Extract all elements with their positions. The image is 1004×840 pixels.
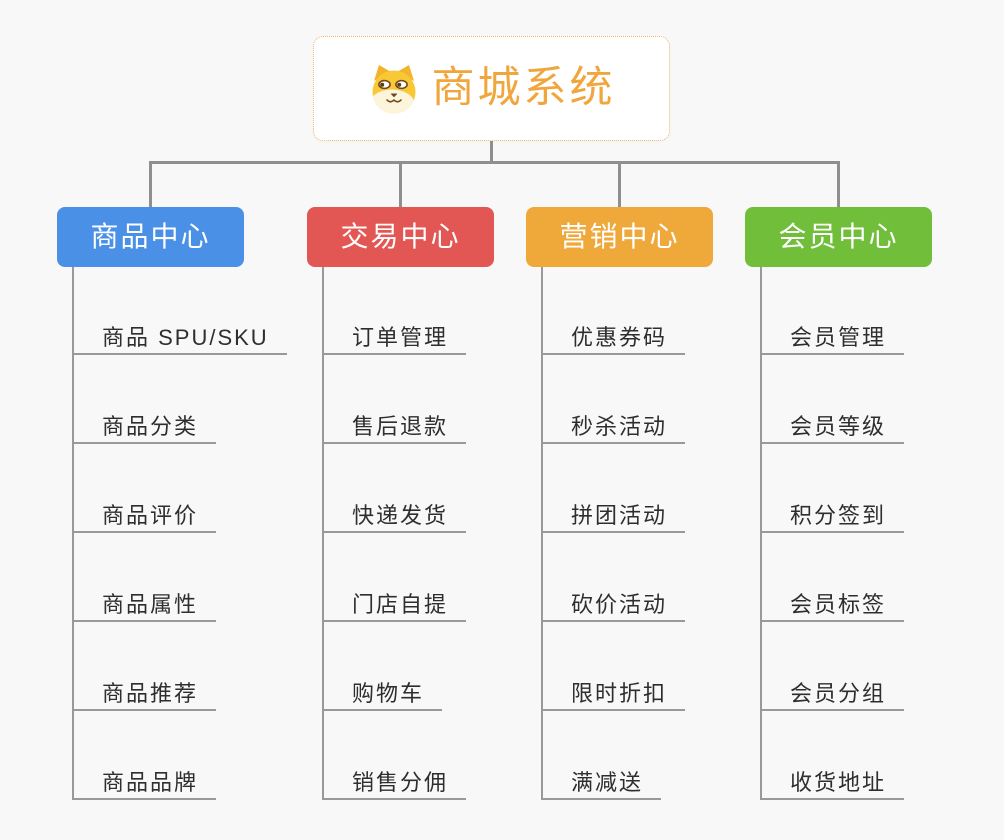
leaf-node[interactable]: 销售分佣 — [322, 762, 467, 800]
leaf-label: 会员等级 — [790, 414, 887, 439]
leaf-label: 售后退款 — [352, 414, 449, 439]
connector-horizontal-rail — [149, 161, 840, 164]
leaf-label: 积分签到 — [790, 503, 887, 528]
leaf-label: 快递发货 — [352, 503, 449, 528]
connector-branch-drop — [618, 161, 621, 209]
leaf-label: 秒杀活动 — [571, 414, 668, 439]
leaf-label: 商品评价 — [102, 503, 199, 528]
leaf-label: 门店自提 — [352, 592, 449, 617]
branch-node-marketing-center[interactable]: 营销中心 — [526, 207, 713, 267]
branch-node-trade-center[interactable]: 交易中心 — [307, 207, 494, 267]
leaf-node[interactable]: 商品 SPU/SKU — [72, 317, 287, 355]
leaf-node[interactable]: 秒杀活动 — [541, 406, 686, 444]
leaf-label: 订单管理 — [352, 325, 449, 350]
leaf-label: 会员标签 — [790, 592, 887, 617]
leaf-node[interactable]: 收货地址 — [760, 762, 905, 800]
leaf-node[interactable]: 门店自提 — [322, 584, 467, 622]
leaf-node[interactable]: 商品推荐 — [72, 673, 217, 711]
leaf-label: 会员分组 — [790, 681, 887, 706]
leaf-node[interactable]: 快递发货 — [322, 495, 467, 533]
leaf-label: 商品分类 — [102, 414, 199, 439]
leaf-node[interactable]: 会员分组 — [760, 673, 905, 711]
leaf-node[interactable]: 购物车 — [322, 673, 443, 711]
leaf-node[interactable]: 满减送 — [541, 762, 662, 800]
leaf-node[interactable]: 订单管理 — [322, 317, 467, 355]
leaf-label: 商品 SPU/SKU — [102, 325, 269, 350]
leaf-label: 拼团活动 — [571, 503, 668, 528]
branch-column-trade: 交易中心 订单管理 售后退款 快递发货 门店自提 购物车 销售分佣 — [307, 0, 557, 840]
branch-spine — [322, 267, 324, 800]
leaf-label: 商品推荐 — [102, 681, 199, 706]
leaf-label: 优惠券码 — [571, 325, 668, 350]
leaf-node[interactable]: 积分签到 — [760, 495, 905, 533]
leaf-label: 砍价活动 — [571, 592, 668, 617]
branch-spine — [760, 267, 762, 800]
branch-node-member-center[interactable]: 会员中心 — [745, 207, 932, 267]
leaf-label: 商品品牌 — [102, 770, 199, 795]
root-title: 商城系统 — [431, 64, 616, 112]
leaf-node[interactable]: 砍价活动 — [541, 584, 686, 622]
leaf-node[interactable]: 拼团活动 — [541, 495, 686, 533]
branch-node-product-center[interactable]: 商品中心 — [57, 207, 244, 267]
leaf-label: 收货地址 — [790, 770, 887, 795]
leaf-node[interactable]: 售后退款 — [322, 406, 467, 444]
leaf-node[interactable]: 限时折扣 — [541, 673, 686, 711]
branch-column-marketing: 营销中心 优惠券码 秒杀活动 拼团活动 砍价活动 限时折扣 满减送 — [526, 0, 776, 840]
leaf-node[interactable]: 商品品牌 — [72, 762, 217, 800]
leaf-label: 销售分佣 — [352, 770, 449, 795]
branch-spine — [541, 267, 543, 800]
branch-spine — [72, 267, 74, 800]
branch-column-product: 商品中心 商品 SPU/SKU 商品分类 商品评价 商品属性 商品推荐 商品品牌 — [57, 0, 307, 840]
dog-face-icon — [372, 64, 415, 113]
leaf-node[interactable]: 优惠券码 — [541, 317, 686, 355]
leaf-node[interactable]: 商品评价 — [72, 495, 217, 533]
leaf-node[interactable]: 会员标签 — [760, 584, 905, 622]
leaf-node[interactable]: 商品分类 — [72, 406, 217, 444]
root-node[interactable]: 商城系统 — [313, 36, 670, 141]
connector-root-drop — [490, 141, 493, 162]
leaf-label: 满减送 — [571, 770, 644, 795]
leaf-label: 会员管理 — [790, 325, 887, 350]
connector-branch-drop — [149, 161, 152, 209]
connector-branch-drop — [837, 161, 840, 209]
leaf-node[interactable]: 商品属性 — [72, 584, 217, 622]
leaf-label: 限时折扣 — [571, 681, 668, 706]
leaf-label: 购物车 — [352, 681, 425, 706]
leaf-node[interactable]: 会员等级 — [760, 406, 905, 444]
branch-column-member: 会员中心 会员管理 会员等级 积分签到 会员标签 会员分组 收货地址 — [745, 0, 995, 840]
leaf-node[interactable]: 会员管理 — [760, 317, 905, 355]
leaf-label: 商品属性 — [102, 592, 199, 617]
connector-branch-drop — [399, 161, 402, 209]
